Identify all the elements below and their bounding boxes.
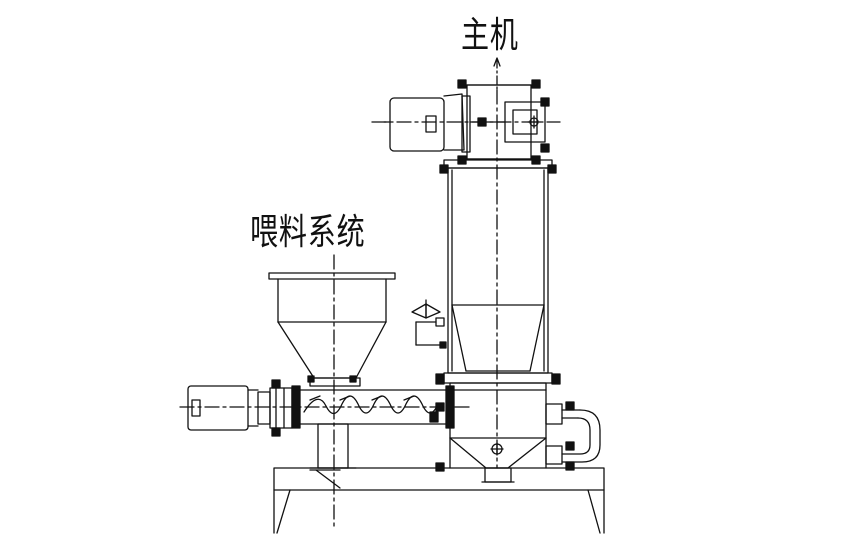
main-unit-label: 主机 xyxy=(461,15,519,56)
screw-conveyor xyxy=(179,385,471,489)
feed-hopper xyxy=(268,254,396,531)
base-frame xyxy=(273,467,605,534)
feeding-system-label: 喂料系统 xyxy=(250,212,366,253)
main-unit xyxy=(429,57,561,483)
valve xyxy=(411,299,447,349)
return-pipe xyxy=(545,401,601,471)
feed-motor xyxy=(187,379,293,437)
main-motor xyxy=(371,93,561,153)
